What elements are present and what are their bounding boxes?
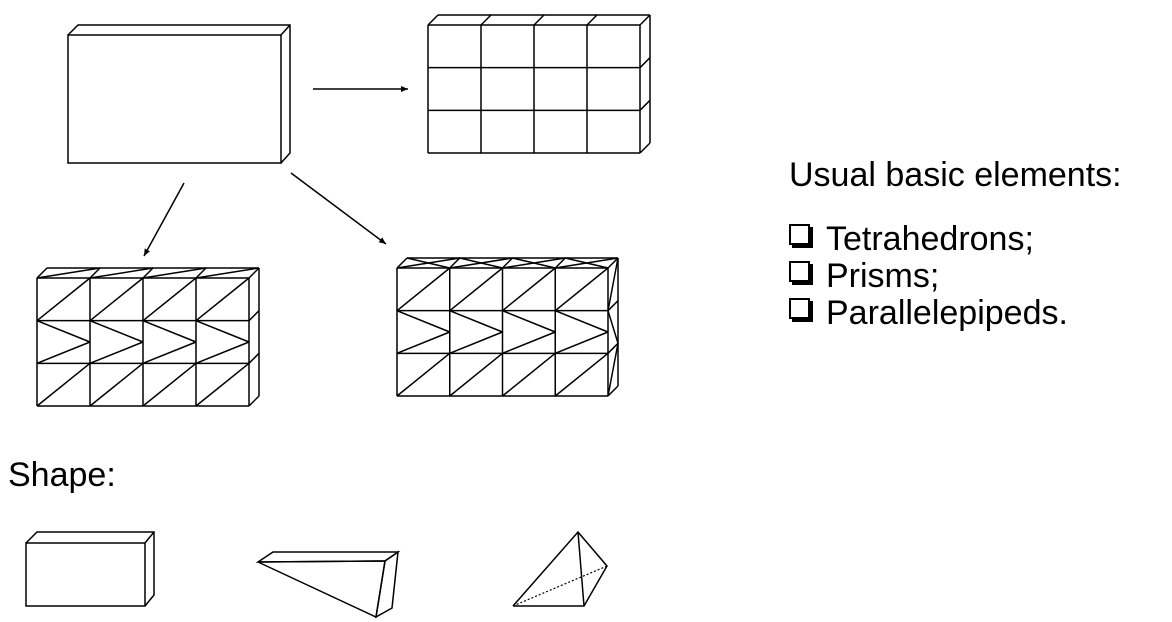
top-edge (533, 14, 545, 26)
diagonal (89, 362, 144, 407)
side-edge (607, 342, 619, 354)
list-item-label: Parallelepipeds. (826, 293, 1068, 332)
diagonal (554, 331, 609, 355)
diagonal (502, 309, 556, 333)
diagonal (449, 331, 503, 355)
diagonal (554, 267, 609, 312)
diagonal (195, 319, 250, 343)
top-edge (248, 267, 260, 279)
diagonal (396, 267, 451, 312)
checkbox-icon (789, 261, 810, 282)
diagonal (554, 309, 609, 333)
diagonal (89, 277, 144, 322)
top-diagonal (195, 267, 260, 279)
top-edge (607, 257, 619, 269)
side-edge (248, 395, 260, 407)
top-edge (554, 257, 566, 269)
top-edge (36, 267, 48, 279)
side-edge (248, 310, 260, 322)
top-edge (480, 14, 492, 26)
list-item-prisms: Prisms; (789, 257, 1068, 294)
side-diagonal (607, 343, 619, 397)
diagonal (396, 331, 451, 355)
side-edge (607, 300, 619, 312)
diagonal (195, 277, 250, 322)
side-edge (639, 142, 651, 154)
top-edge (586, 14, 598, 26)
side-edge (607, 385, 619, 397)
diagonal (449, 309, 503, 333)
source-block (67, 24, 291, 164)
diagonal (36, 277, 91, 322)
top-edge (427, 14, 439, 26)
top-edge (396, 257, 408, 269)
diagonal (142, 319, 197, 343)
side-diagonal (607, 310, 619, 344)
diagonal (396, 352, 451, 397)
diagonal (36, 362, 91, 407)
list-item-label: Tetrahedrons; (826, 219, 1034, 258)
top-diagonal (36, 267, 101, 279)
diagonal (142, 341, 197, 365)
top-edge (639, 14, 651, 26)
top-diagonal (512, 257, 556, 269)
diagonal (502, 331, 556, 355)
diagonal (502, 352, 556, 397)
diagonal (142, 362, 197, 407)
basic-elements-list: Tetrahedrons; Prisms; Parallelepipeds. (789, 220, 1068, 331)
diagonal (449, 267, 503, 312)
diagonal (89, 319, 144, 343)
diagonal (89, 341, 144, 365)
top-diagonal (565, 257, 609, 269)
diagonal (195, 341, 250, 365)
side-diagonal (607, 257, 619, 311)
diagonal (36, 319, 91, 343)
diagonal (449, 352, 503, 397)
prism-mesh (36, 267, 260, 407)
top-diagonal (142, 267, 207, 279)
top-edge (89, 267, 101, 279)
side-edge (639, 57, 651, 69)
side-edge (248, 352, 260, 364)
prism-shape (255, 550, 401, 619)
list-item-tetrahedrons: Tetrahedrons; (789, 220, 1068, 257)
basic-elements-heading: Usual basic elements: (789, 156, 1122, 194)
shape-label: Shape: (8, 456, 116, 494)
list-item-parallelepipeds: Parallelepipeds. (789, 294, 1068, 331)
top-edge (449, 257, 461, 269)
tetrahedral-mesh (396, 257, 619, 397)
parallelepiped-shape (25, 531, 155, 607)
top-edge (195, 267, 207, 279)
checkbox-icon (789, 298, 810, 319)
arrow-to-prism-mesh (143, 182, 185, 257)
top-diagonal (89, 267, 154, 279)
top-diagonal (406, 257, 450, 269)
diagonal (142, 277, 197, 322)
diagonal (195, 362, 250, 407)
diagonal (502, 267, 556, 312)
list-item-label: Prisms; (826, 256, 940, 295)
top-diagonal (459, 257, 503, 269)
diagonal (396, 309, 451, 333)
tetrahedron-shape (512, 530, 608, 607)
arrow-to-tet-mesh (290, 172, 387, 245)
side-edge (639, 99, 651, 111)
checkbox-icon (789, 224, 810, 245)
diagonal (554, 352, 609, 397)
diagonal (36, 341, 91, 365)
hexahedral-mesh (427, 14, 651, 154)
top-edge (142, 267, 154, 279)
top-edge (501, 257, 514, 269)
